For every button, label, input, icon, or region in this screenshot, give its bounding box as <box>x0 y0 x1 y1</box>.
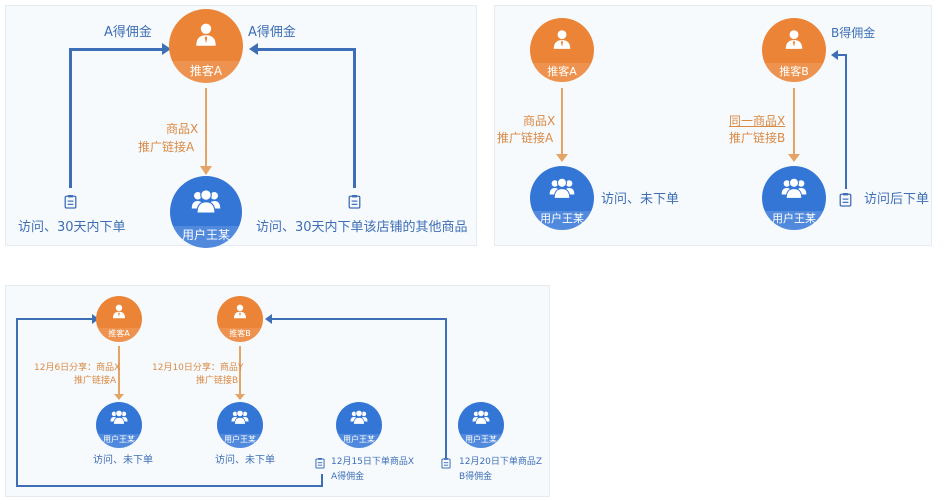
promoter-a-label: 推客A <box>96 328 142 342</box>
commission-3-label: A得佣金 <box>331 472 365 482</box>
promoter-a-label: 推客A <box>169 61 243 83</box>
share-a-product-label: 12月6日分享：商品X <box>34 363 121 373</box>
arrow-left-icon <box>265 314 272 324</box>
share-b-product-label: 12月10日分享：商品Y <box>152 363 244 373</box>
promoter-b-label: 推客B <box>217 328 263 342</box>
user-node-3: 用户王某 <box>336 402 382 448</box>
action-a-label: 访问、未下单 <box>601 192 680 207</box>
users-icon <box>549 175 575 201</box>
user-b-label: 用户王某 <box>762 211 826 230</box>
user-node-1: 用户王某 <box>96 402 142 448</box>
commission-b-label: B得佣金 <box>831 26 876 40</box>
user-a-label: 用户王某 <box>530 211 594 230</box>
arrow-down-icon <box>788 154 800 162</box>
panel-scenario-2: 推客A 商品X 推广链接A 用户王某 访问、未下单 推客B 同一商品X 推广链接… <box>494 5 932 246</box>
user-1-label: 用户王某 <box>96 434 142 448</box>
promoter-icon <box>232 303 248 319</box>
right-return-line-h <box>258 48 356 51</box>
user-2-label: 用户王某 <box>217 434 263 448</box>
order-3-label: 12月15日下单商品X <box>331 457 415 467</box>
panel-scenario-3: 推客A 12月6日分享：商品X 推广链接A 推客B 12月10日分享：商品Y 推… <box>5 285 550 497</box>
return-line-b-h <box>837 54 847 56</box>
share-b-product-label: 同一商品X <box>729 114 786 128</box>
share-line-b <box>793 88 795 156</box>
clipboard-icon <box>64 194 77 209</box>
arrow-down-icon <box>235 394 245 400</box>
loop-b-vertical <box>445 318 447 459</box>
user-node-2: 用户王某 <box>217 402 263 448</box>
promoter-icon <box>111 303 127 319</box>
share-a-product-label: 商品X <box>523 114 556 128</box>
user-3-label: 用户王某 <box>336 434 382 448</box>
share-b-link-label: 推广链接B <box>196 376 239 386</box>
users-icon <box>781 175 807 201</box>
share-product-label: 商品X <box>166 122 199 136</box>
left-action-label: 访问、30天内下单 <box>18 220 126 235</box>
action-1-label: 访问、未下单 <box>93 455 153 466</box>
promoter-a-node: 推客A <box>169 9 243 83</box>
promoter-b-node: 推客B <box>762 18 826 82</box>
loop-a-vertical-right <box>321 474 323 487</box>
action-b-label: 访问后下单 <box>864 192 930 207</box>
promoter-a-node: 推客A <box>96 296 142 342</box>
user-4-label: 用户王某 <box>458 434 504 448</box>
share-b-link-label: 推广链接B <box>729 131 786 145</box>
promoter-a-label: 推客A <box>530 63 594 82</box>
user-node: 用户王某 <box>170 176 242 248</box>
clipboard-icon <box>348 194 361 209</box>
promoter-a-node: 推客A <box>530 18 594 82</box>
clipboard-icon <box>839 192 852 207</box>
order-4-label: 12月20日下单商品Z <box>459 457 543 467</box>
commission-4-label: B得佣金 <box>459 472 493 482</box>
right-commission-label: A得佣金 <box>248 25 296 40</box>
arrow-left-icon <box>249 43 258 55</box>
users-icon <box>472 408 490 426</box>
clipboard-icon <box>315 457 325 469</box>
loop-a-top <box>16 318 94 320</box>
promoter-icon <box>193 21 219 47</box>
share-line <box>205 88 207 168</box>
right-return-line <box>353 48 356 188</box>
share-link-label: 推广链接A <box>138 140 195 154</box>
users-icon <box>350 408 368 426</box>
share-a-link-label: 推广链接A <box>497 131 554 145</box>
arrow-right-icon <box>162 43 171 55</box>
share-line-a <box>561 88 563 156</box>
promoter-b-node: 推客B <box>217 296 263 342</box>
users-icon <box>191 186 221 216</box>
user-label: 用户王某 <box>170 226 242 248</box>
panel-scenario-1: A得佣金 A得佣金 推客A 商品X 推广链接A 用户王某 访问、30天内下单 访… <box>5 5 477 248</box>
promoter-icon <box>551 28 573 50</box>
user-node-a: 用户王某 <box>530 166 594 230</box>
share-a-link-label: 推广链接A <box>74 376 117 386</box>
user-node-b: 用户王某 <box>762 166 826 230</box>
share-line-b <box>239 346 241 396</box>
users-icon <box>110 408 128 426</box>
loop-a-vertical-left <box>16 318 18 487</box>
promoter-b-label: 推客B <box>762 63 826 82</box>
arrow-right-icon <box>92 314 99 324</box>
loop-b-top <box>272 318 446 320</box>
clipboard-icon <box>441 457 451 469</box>
promoter-icon <box>783 28 805 50</box>
arrow-left-icon <box>831 50 838 60</box>
share-line-a <box>118 346 120 396</box>
loop-a-bottom <box>16 485 323 487</box>
left-return-line-h <box>69 48 164 51</box>
users-icon <box>231 408 249 426</box>
action-2-label: 访问、未下单 <box>215 455 275 466</box>
arrow-down-icon <box>114 394 124 400</box>
arrow-down-icon <box>200 166 212 175</box>
right-action-label: 访问、30天内下单该店铺的其他商品 <box>256 220 468 235</box>
left-commission-label: A得佣金 <box>104 25 152 40</box>
arrow-down-icon <box>556 154 568 162</box>
return-line-b <box>845 54 847 189</box>
user-node-4: 用户王某 <box>458 402 504 448</box>
left-return-line <box>69 48 72 188</box>
